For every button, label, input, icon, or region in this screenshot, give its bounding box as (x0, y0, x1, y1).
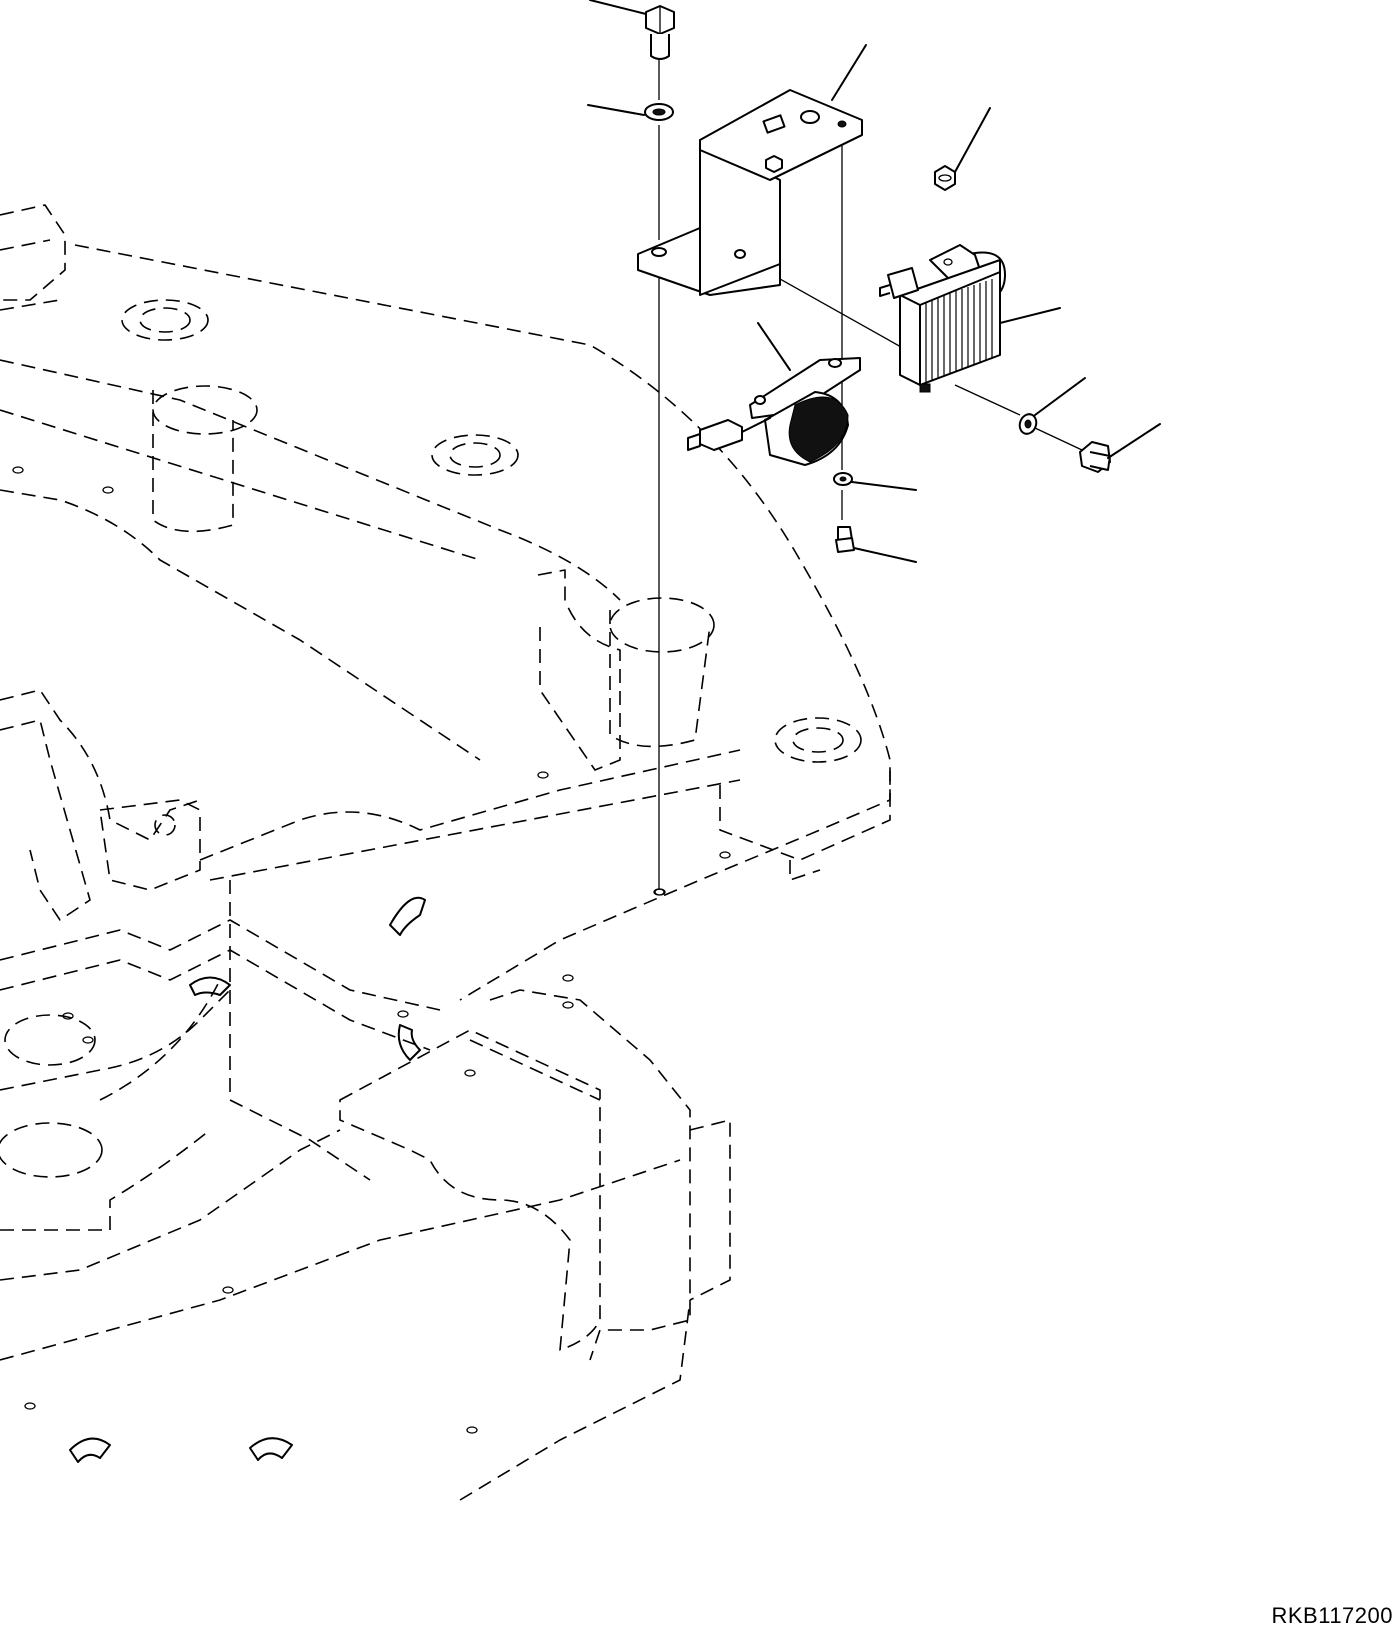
washer-right (1018, 377, 1086, 435)
frame-holes (12, 466, 731, 1434)
controller-unit (879, 244, 1061, 393)
bolt-top (589, 0, 675, 60)
drawing-code-label: RKB117200 (1271, 1603, 1393, 1628)
nut (934, 107, 991, 191)
bolt-right (1079, 423, 1161, 473)
washer-lower (833, 472, 917, 491)
washer-top (587, 103, 674, 121)
revolving-frame-phantom (0, 204, 891, 1501)
mounting-bracket (637, 44, 867, 296)
buzzer-unit (687, 322, 861, 466)
bolt-lower (835, 526, 917, 563)
heat-sink-fins (925, 279, 993, 382)
